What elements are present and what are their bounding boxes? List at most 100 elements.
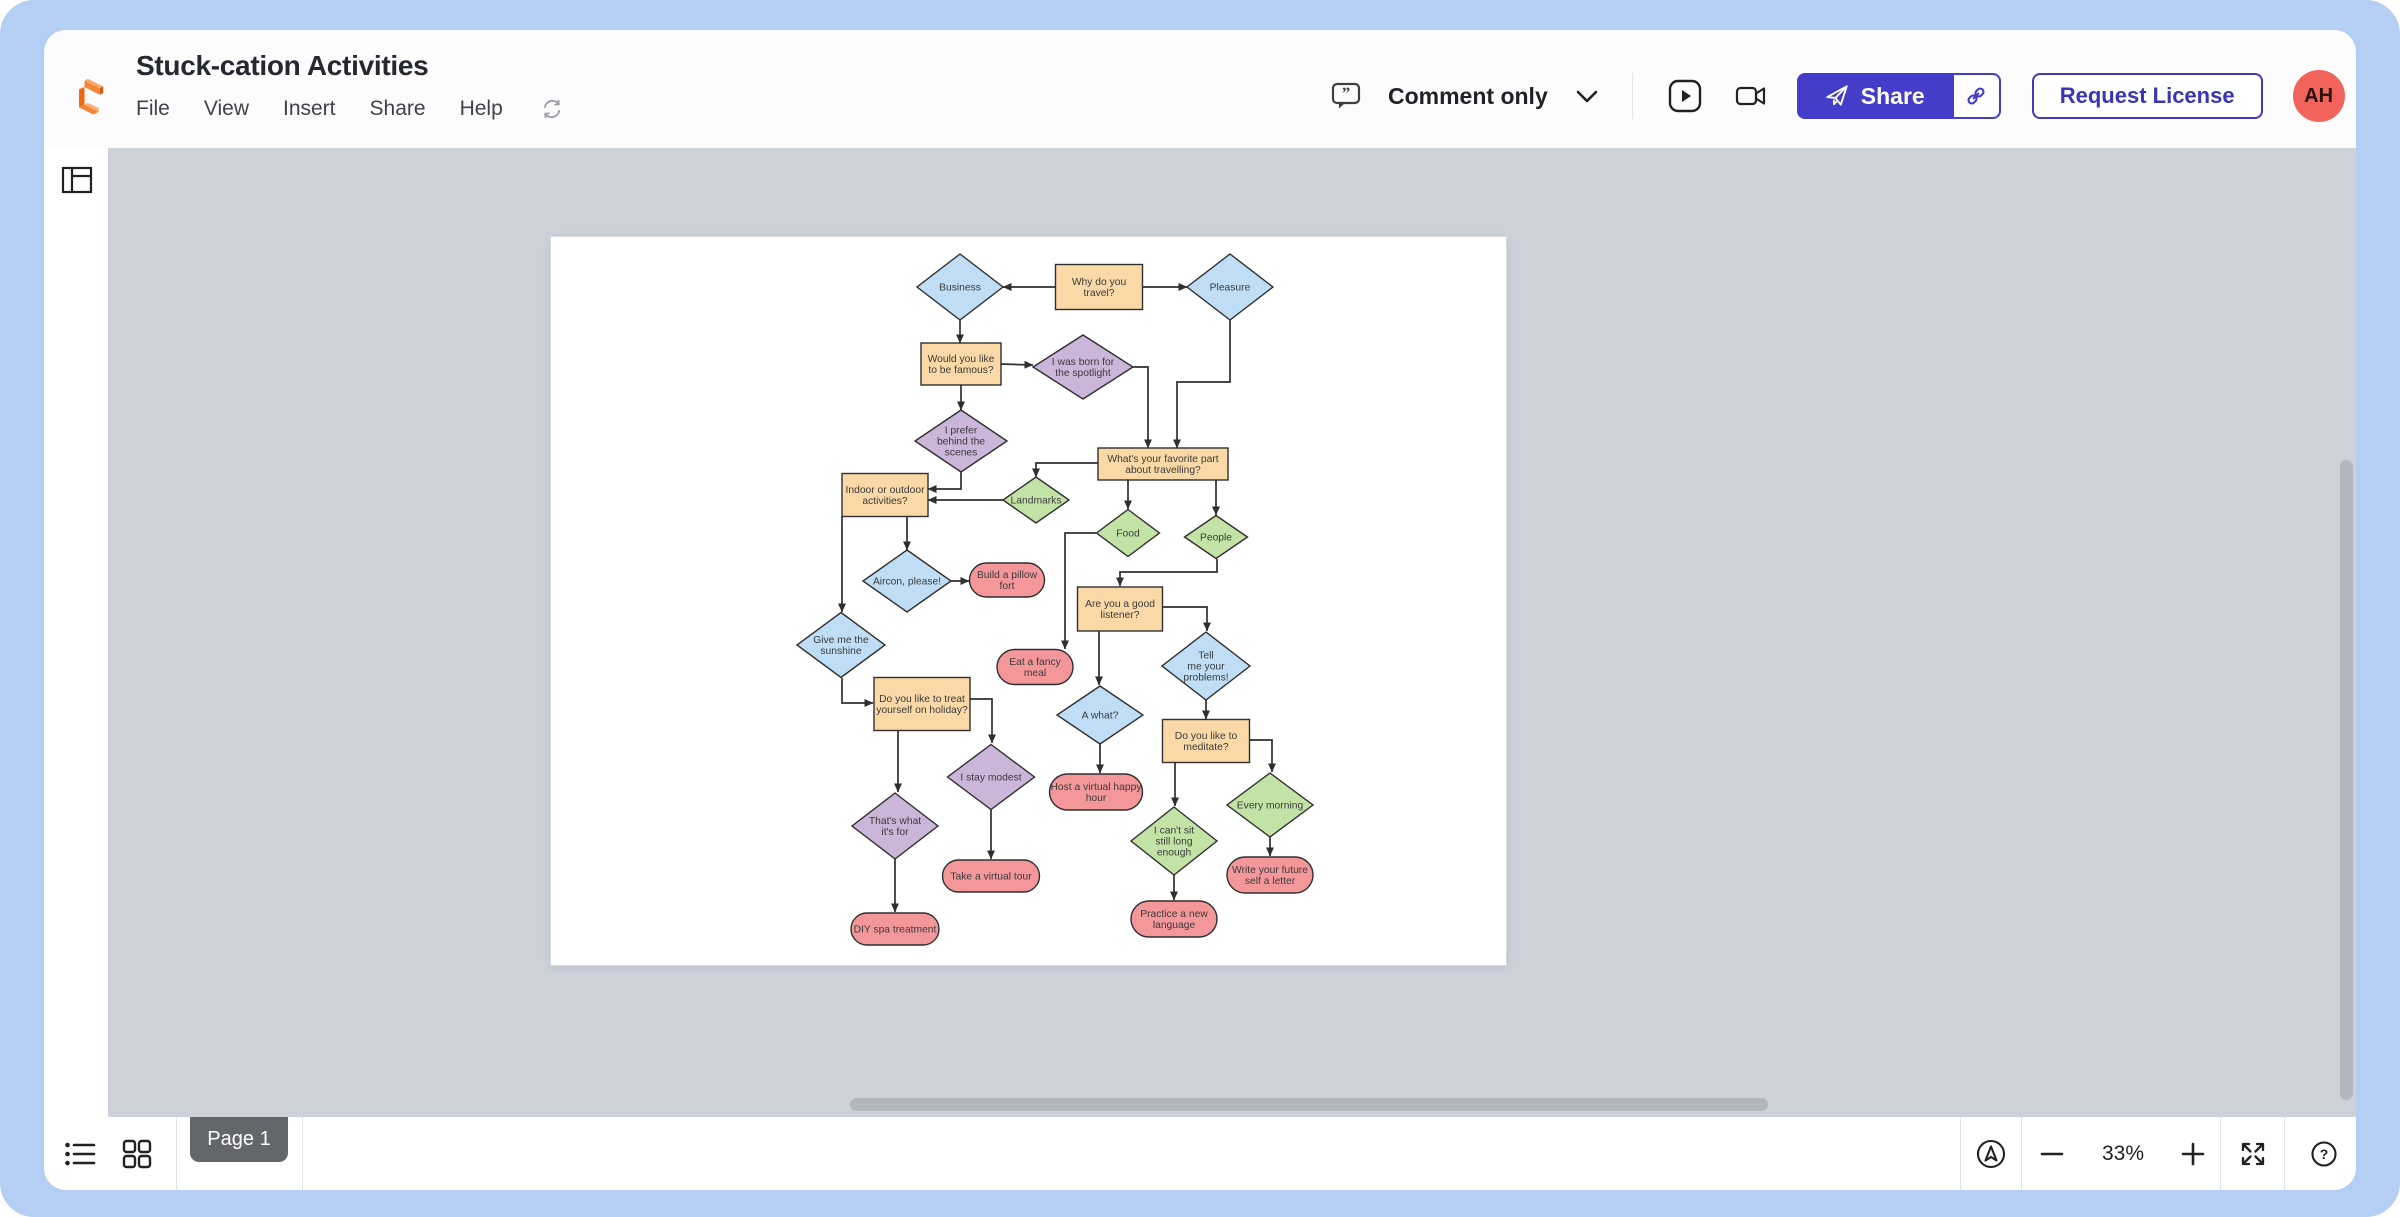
copy-link-button[interactable] (1951, 73, 2001, 119)
horizontal-scrollbar[interactable] (850, 1098, 1768, 1111)
access-mode-dropdown[interactable]: ” Comment only (1330, 80, 1600, 112)
node-landmarks[interactable]: Landmarks (1001, 476, 1071, 524)
menu-help[interactable]: Help (459, 97, 503, 120)
pan-tool-button[interactable] (1975, 1138, 2007, 1170)
header-actions: ” Comment only (1330, 70, 2345, 122)
panel-toggle-button[interactable] (60, 164, 94, 196)
footer-left: Page 1 (44, 1117, 303, 1190)
node-food[interactable]: Food (1095, 508, 1161, 558)
vertical-scrollbar[interactable] (2340, 460, 2353, 1100)
edge-spotlight-to-favorite-part (1133, 366, 1152, 449)
share-button[interactable]: Share (1796, 73, 1952, 119)
page-tab[interactable]: Page 1 (190, 1117, 288, 1162)
help-button[interactable]: ? (2310, 1140, 2338, 1168)
svg-text:DIY spa treatment: DIY spa treatment (854, 925, 937, 936)
node-stay-modest[interactable]: I stay modest (946, 743, 1036, 811)
zoom-level[interactable]: 33% (2101, 1141, 2145, 1165)
node-aircon[interactable]: Aircon, please! (861, 549, 953, 613)
node-a-what[interactable]: A what? (1055, 685, 1145, 745)
list-icon (65, 1142, 96, 1165)
video-camera-icon (1735, 86, 1765, 106)
grid-icon (122, 1139, 152, 1168)
edge-behind-scenes-to-indoor-outdoor (927, 472, 962, 493)
edge-sunshine-to-treat-yourself (841, 678, 874, 707)
svg-text:”: ” (1342, 84, 1351, 103)
edge-favorite-part-to-landmarks (1032, 462, 1098, 478)
node-people[interactable]: People (1183, 514, 1249, 560)
svg-text:Business: Business (939, 283, 981, 294)
video-button[interactable] (1735, 80, 1767, 112)
fullscreen-button[interactable] (2237, 1138, 2269, 1170)
header: Stuck-cation Activities File View Insert… (44, 30, 2356, 148)
comment-bubble-icon: ” (1331, 82, 1361, 109)
avatar[interactable]: AH (2292, 70, 2345, 122)
edge-meditate-to-every-morning (1250, 739, 1276, 773)
node-business[interactable]: Business (915, 253, 1005, 321)
minus-icon (2040, 1152, 2064, 1155)
request-license-button[interactable]: Request License (2031, 73, 2263, 119)
page-list-button[interactable] (63, 1137, 97, 1171)
page-grid-button[interactable] (121, 1138, 153, 1170)
present-button[interactable] (1667, 78, 1703, 114)
svg-text:Landmarks: Landmarks (1011, 496, 1062, 507)
footer-right: 33% ? (1960, 1117, 2356, 1190)
menu-share[interactable]: Share (369, 97, 426, 120)
left-sidebar (44, 148, 108, 1117)
node-diy-spa[interactable]: DIY spa treatment (850, 912, 940, 946)
help-icon: ? (2311, 1140, 2337, 1167)
svg-text:Food: Food (1116, 529, 1140, 540)
footer-divider (2284, 1117, 2285, 1190)
edge-treat-yourself-to-stay-modest (970, 698, 996, 744)
menubar: File View Insert Share Help (136, 96, 565, 122)
zoom-in-button[interactable] (2181, 1142, 2205, 1166)
panel-layout-icon (61, 166, 93, 194)
node-every-morning[interactable]: Every morning (1225, 772, 1315, 838)
zoom-out-button[interactable] (2040, 1142, 2064, 1166)
document-title[interactable]: Stuck-cation Activities (136, 50, 429, 81)
node-virtual-tour[interactable]: Take a virtual tour (941, 859, 1041, 893)
menu-file[interactable]: File (136, 97, 170, 120)
node-pleasure[interactable]: Pleasure (1185, 253, 1275, 321)
menu-view[interactable]: View (203, 97, 249, 120)
plus-icon (2181, 1142, 2205, 1165)
menu-insert[interactable]: Insert (282, 97, 336, 120)
paper-plane-icon (1826, 85, 1848, 106)
lucid-logo (79, 78, 104, 115)
chevron-down-icon (1576, 90, 1598, 103)
fullscreen-icon (2241, 1142, 2265, 1165)
navigation-arrow-icon (1976, 1139, 2006, 1168)
